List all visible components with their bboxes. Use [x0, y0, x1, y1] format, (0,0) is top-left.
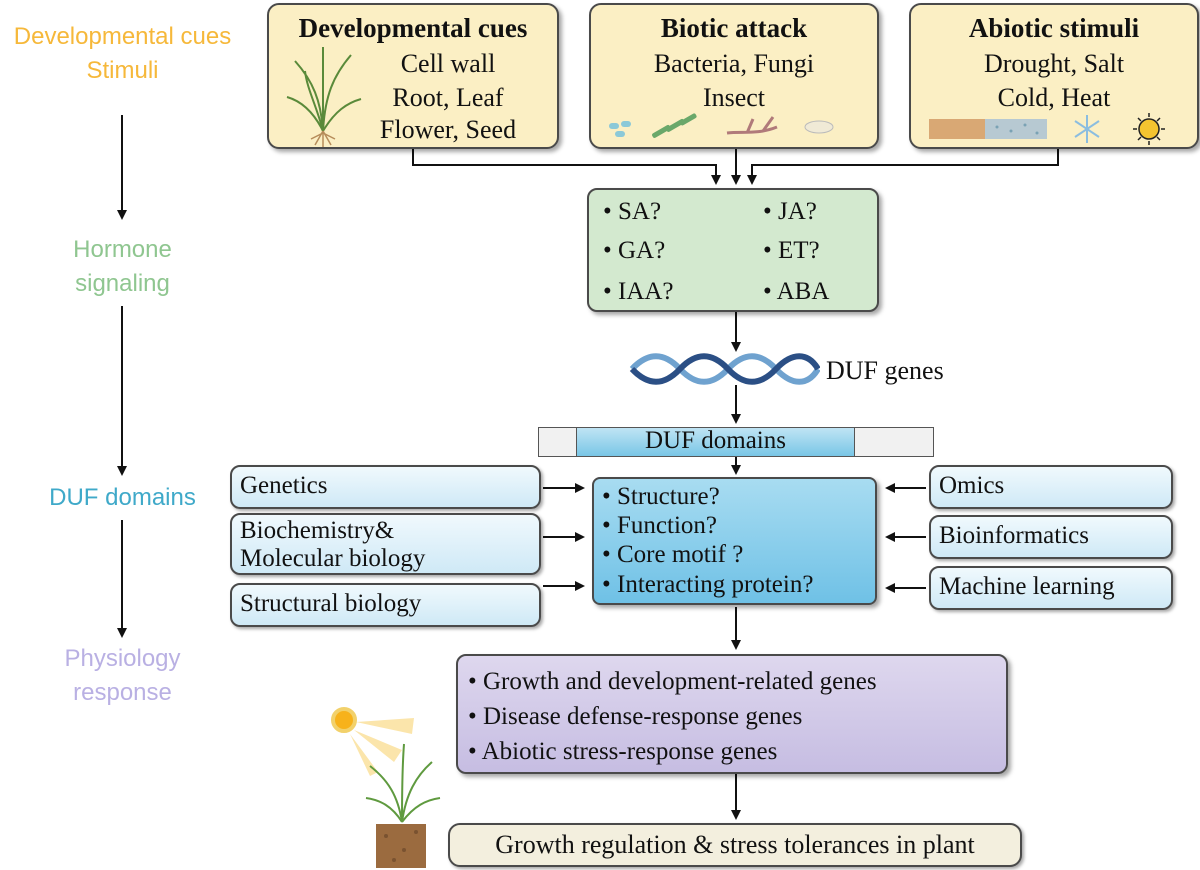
stage-label-text: Physiology	[64, 645, 181, 672]
question-item: • Function?	[602, 512, 717, 539]
input-line: Cold, Heat	[997, 83, 1111, 112]
snowflake-icon	[1074, 115, 1100, 143]
response-item: • Disease defense-response genes	[468, 703, 803, 730]
stage-label-text: response	[73, 679, 172, 706]
question-item: • Structure?	[602, 483, 720, 510]
stage-label-text: Developmental cues	[13, 23, 232, 50]
stage-label-text: Hormone	[73, 236, 172, 263]
response-item: • Abiotic stress-response genes	[468, 738, 778, 765]
hormone-item: • ABA	[763, 278, 830, 305]
hormone-item: • ET?	[763, 237, 820, 264]
method-line: Molecular biology	[240, 545, 426, 572]
input-line: Flower, Seed	[379, 115, 517, 144]
sun-icon	[331, 707, 357, 733]
hormone-item: • GA?	[603, 237, 666, 264]
stage-label-text: signaling	[75, 270, 170, 297]
stage-label-physiology: Physiology response	[0, 642, 245, 710]
question-item: • Interacting protein?	[602, 571, 814, 598]
method-biochemistry: Biochemistry& Molecular biology	[230, 513, 541, 575]
input-line: Insect	[702, 83, 766, 112]
stage-label-text: Stimuli	[86, 57, 159, 84]
hormone-item: • SA?	[603, 198, 662, 225]
stage-label-text: DUF domains	[49, 484, 196, 511]
input-title: Developmental cues	[298, 13, 528, 43]
input-line: Bacteria, Fungi	[653, 49, 815, 78]
duf-domains-text: DUF domains	[645, 427, 786, 454]
duf-domains-bar: DUF domains	[538, 427, 934, 457]
dna-helix-icon	[629, 353, 820, 385]
merge-connector	[747, 149, 1059, 185]
abiotic-icons	[929, 113, 1165, 145]
plant-sun-illustration	[331, 707, 441, 868]
input-line: Drought, Salt	[983, 49, 1125, 78]
stage-label-duf: DUF domains	[0, 481, 245, 515]
input-line: Cell wall	[400, 49, 496, 78]
stage-label-hormone: Hormone signaling	[0, 233, 245, 301]
duf-questions-box: • Structure? • Function? • Core motif ? …	[592, 477, 877, 605]
response-item: • Growth and development-related genes	[468, 668, 877, 695]
stage-label-stimuli: Developmental cues Stimuli	[0, 20, 245, 88]
question-item: • Core motif ?	[602, 541, 744, 568]
pathogen-icons	[609, 113, 834, 138]
merge-connector	[412, 149, 721, 185]
method-omics: Omics	[929, 465, 1173, 509]
method-bioinformatics: Bioinformatics	[929, 515, 1173, 559]
input-title: Abiotic stimuli	[968, 13, 1140, 43]
hormone-item: • JA?	[763, 198, 817, 225]
drought-soil-icon	[929, 119, 985, 139]
response-genes-box: • Growth and development-related genes •…	[456, 654, 1008, 774]
method-genetics: Genetics	[230, 465, 541, 509]
sunbeam-icon	[350, 718, 414, 776]
input-box-biotic: Biotic attack Bacteria, Fungi Insect	[589, 3, 879, 149]
soil-icon	[376, 824, 426, 868]
method-line: Biochemistry&	[240, 517, 395, 544]
method-machine-learning: Machine learning	[929, 566, 1173, 610]
input-line: Root, Leaf	[392, 83, 504, 112]
hormone-box: • SA? • JA? • GA? • ET? • IAA? • ABA	[587, 188, 879, 312]
plant-icon	[365, 743, 441, 823]
hormone-item: • IAA?	[603, 278, 674, 305]
rice-plant-icon	[286, 47, 362, 147]
input-box-developmental: Developmental cues Cell wall Root, Leaf …	[267, 3, 559, 149]
salt-icon	[985, 119, 1047, 139]
duf-domains-segment: DUF domains	[576, 427, 855, 457]
input-title: Biotic attack	[660, 13, 808, 43]
sun-icon	[1133, 113, 1165, 145]
method-structural-biology: Structural biology	[230, 583, 541, 627]
duf-genes-label: DUF genes	[826, 356, 944, 385]
input-box-abiotic: Abiotic stimuli Drought, Salt Cold, Heat	[909, 3, 1199, 149]
outcome-box: Growth regulation & stress tolerances in…	[448, 823, 1022, 867]
